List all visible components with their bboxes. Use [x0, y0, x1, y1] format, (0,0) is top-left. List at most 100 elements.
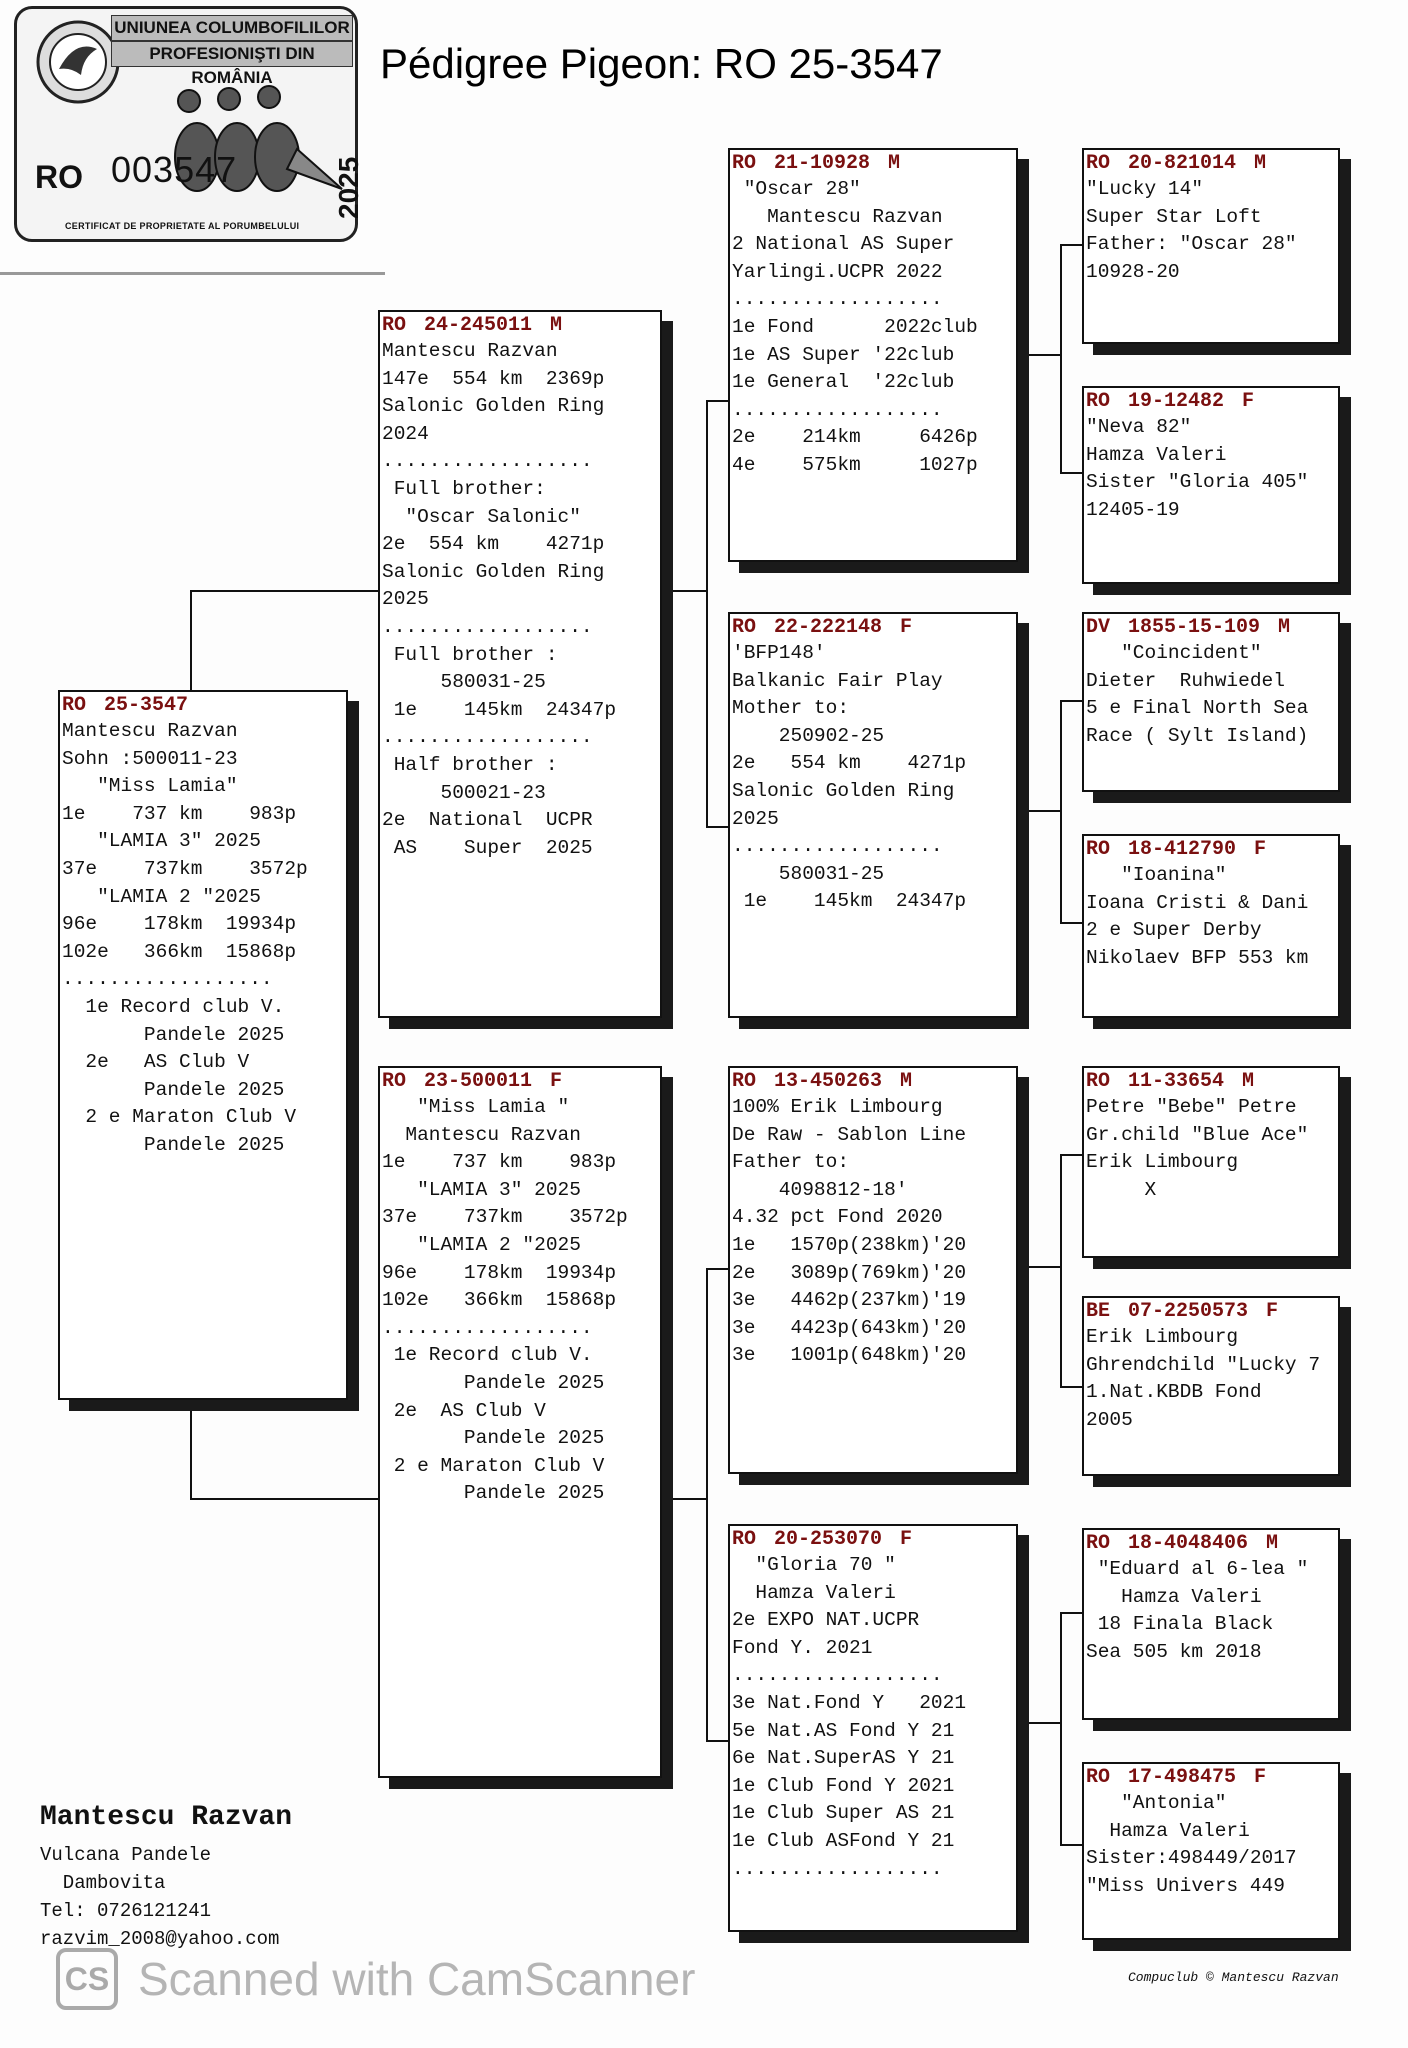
divider: [0, 272, 385, 275]
pigeon-info-line: Pandele 2025: [382, 1482, 605, 1505]
ring-sex: M: [1254, 151, 1267, 175]
pigeon-info-line: Race ( Sylt Island): [1086, 724, 1309, 747]
ring-country: RO: [1086, 389, 1111, 413]
pigeon-info-line: ..................: [732, 288, 943, 311]
pigeon-info-line: AS Super 2025: [382, 836, 593, 859]
ring-number: 24-245011: [424, 313, 533, 337]
pigeon-info-line: Hamza Valeri: [1086, 443, 1227, 466]
pigeon-info-line: Ioana Cristi & Dani: [1086, 891, 1309, 914]
ring-sex: M: [888, 151, 901, 175]
pigeon-info-line: 2 e Super Derby: [1086, 919, 1262, 942]
pigeon-info-line: 250902-25: [732, 724, 885, 747]
pigeon-info-line: 2025: [732, 807, 779, 830]
pigeon-info-line: 1e 1570p(238km)'20: [732, 1233, 967, 1256]
ring-sex: F: [1242, 389, 1255, 413]
pigeon-info-line: Mantescu Razvan: [382, 340, 558, 362]
pigeon-info-line: Ghrendchild "Lucky 7: [1086, 1353, 1321, 1376]
pigeon-info-line: 1e Club Super AS 21: [732, 1802, 955, 1825]
stamp-certificate-text: CERTIFICAT DE PROPRIETATE AL PORUMBELULU…: [65, 221, 300, 231]
pigeon-info-line: "Coincident": [1086, 642, 1262, 664]
ring-number: 17-498475: [1128, 1765, 1237, 1789]
pigeon-info-line: 4e 575km 1027p: [732, 453, 978, 476]
pigeon-info-line: Mother to:: [732, 697, 850, 720]
page-title: Pédigree Pigeon: RO 25-3547: [380, 40, 943, 87]
pigeon-info-line: ..................: [62, 968, 273, 991]
pigeon-info-line: 4098812-18': [732, 1178, 908, 1201]
pigeon-info-line: 147e 554 km 2369p: [382, 367, 605, 390]
pigeon-info-line: 580031-25: [732, 862, 885, 885]
pigeon-info-line: Erik Limbourg: [1086, 1151, 1239, 1174]
ring-sex: F: [1266, 1299, 1279, 1323]
pigeon-info-line: 1e AS Super '22club: [732, 343, 955, 366]
ring-country: RO: [732, 615, 757, 639]
pigeon-info-line: 3e 1001p(648km)'20: [732, 1344, 967, 1367]
ring-number: 18-4048406: [1128, 1531, 1249, 1555]
ring-country: RO: [62, 693, 87, 717]
pigeon-info-line: 2e 554 km 4271p: [732, 752, 967, 775]
scanner-watermark: Scanned with CamScanner: [138, 1953, 696, 2005]
pigeon-info-line: 3e 4462p(237km)'19: [732, 1289, 967, 1312]
pigeon-info-line: 2e National UCPR: [382, 809, 593, 832]
ring-number: 25-3547: [104, 693, 189, 717]
pigeon-info-line: X: [1086, 1178, 1157, 1201]
pigeon-info-line: Mantescu Razvan: [382, 1123, 581, 1146]
pigeon-info-line: 2 e Maraton Club V: [62, 1106, 297, 1129]
pigeon-info-line: ..................: [382, 450, 593, 473]
ring-number: 1855-15-109: [1128, 615, 1261, 639]
pigeon-info-line: 37e 737km 3572p: [382, 1206, 628, 1229]
ring-country: RO: [1086, 837, 1111, 861]
pigeon-info-line: 3e 4423p(643km)'20: [732, 1316, 967, 1339]
stamp-union-country: PROFESIONIŞTI DIN ROMÂNIA: [111, 41, 353, 87]
pigeon-info-line: 2 e Maraton Club V: [382, 1454, 605, 1477]
pigeon-info-line: Pandele 2025: [62, 1078, 285, 1101]
breeder-email: razvim_2008@yahoo.com: [40, 1928, 280, 1950]
pigeon-info-line: "LAMIA 3" 2025: [62, 830, 261, 853]
pigeon-info-line: Father to:: [732, 1151, 850, 1174]
pigeon-info-line: Hamza Valeri: [1086, 1585, 1262, 1608]
pigeon-info-line: 2e 214km 6426p: [732, 426, 978, 449]
pigeon-info-line: Nikolaev BFP 553 km: [1086, 946, 1309, 969]
stamp-union-name: UNIUNEA COLUMBOFILILOR: [111, 15, 353, 41]
ring-number: 11-33654: [1128, 1069, 1225, 1093]
ring-sex: F: [900, 1527, 913, 1551]
ring-number: 22-222148: [774, 615, 883, 639]
pigeon-info-line: "Lucky 14": [1086, 178, 1204, 200]
ring-sex: F: [900, 615, 913, 639]
pigeon-info-line: Hamza Valeri: [1086, 1819, 1250, 1842]
pigeon-info-line: Petre "Bebe" Petre: [1086, 1096, 1297, 1118]
pigeon-info-line: ..................: [732, 1857, 943, 1880]
ring-country: RO: [732, 1069, 757, 1093]
pigeon-info-line: "LAMIA 2 "2025: [62, 885, 261, 908]
ring-header: RO 22-222148 F: [730, 614, 1016, 640]
pigeon-info-line: 37e 737km 3572p: [62, 857, 308, 880]
ring-country: RO: [1086, 151, 1111, 175]
pigeon-info-line: Mantescu Razvan: [62, 720, 238, 742]
pigeon-info-line: "Ioanina": [1086, 864, 1227, 886]
pigeon-info-line: Father: "Oscar 28": [1086, 233, 1297, 256]
pigeon-info-line: Salonic Golden Ring: [382, 560, 605, 583]
ring-country: RO: [1086, 1531, 1111, 1555]
pigeon-info-line: Sea 505 km 2018: [1086, 1640, 1262, 1663]
pigeon-info-line: "Neva 82": [1086, 416, 1192, 438]
pigeon-info-line: 2 National AS Super: [732, 233, 955, 256]
pigeon-info-line: 1e Fond 2022club: [732, 315, 978, 338]
stamp-year: 2025: [333, 156, 364, 219]
pigeon-info-line: 100% Erik Limbourg: [732, 1096, 943, 1118]
stamp-ring-number: 003547: [111, 149, 238, 190]
breeder-address-1: Vulcana Pandele: [40, 1844, 212, 1866]
pigeon-info-line: "Gloria 70 ": [732, 1554, 896, 1576]
